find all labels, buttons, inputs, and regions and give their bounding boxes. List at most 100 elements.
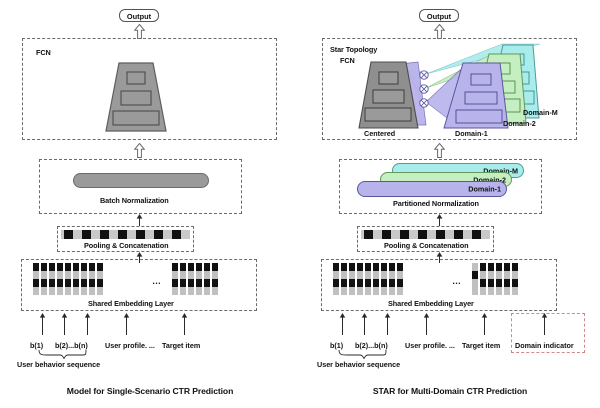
- input-label-target-item: Target item: [162, 341, 201, 350]
- embedding-region: [321, 259, 557, 311]
- pooling-label: Pooling & Concatenation: [384, 241, 469, 250]
- pool-cell: [400, 230, 409, 239]
- pool-cell: [391, 230, 400, 239]
- arrow-norm-to-fcn: [434, 143, 445, 158]
- pool-cell: [361, 230, 364, 239]
- pooling-label: Pooling & Concatenation: [84, 241, 169, 250]
- embedding-column: [472, 263, 478, 295]
- embedding-column: [349, 263, 355, 295]
- input-label-behavior-1: b(1): [30, 341, 44, 350]
- input-label-behavior-rest: b(2)...b(n): [55, 341, 88, 350]
- normalization-pill-label: Domain-2: [473, 175, 506, 184]
- pool-cell: [382, 230, 391, 239]
- pool-cell: [145, 230, 154, 239]
- pool-cell: [364, 230, 373, 239]
- embedding-column: [488, 263, 494, 295]
- embedding-column: [365, 263, 371, 295]
- arrow-pooling-to-norm: [134, 214, 145, 226]
- embedding-column: [204, 263, 210, 295]
- arrow-input-domain-indicator: [540, 313, 549, 335]
- embedding-columns-right: [472, 263, 520, 295]
- input-label-domain-indicator: Domain indicator: [515, 341, 574, 350]
- arrow-pooling-to-norm: [434, 214, 445, 226]
- star-topology-fcn-region: [322, 38, 577, 140]
- star-topology-graphic: [300, 0, 600, 145]
- embedding-column: [389, 263, 395, 295]
- embedding-column: [397, 263, 403, 295]
- pool-cell: [118, 230, 127, 239]
- pool-cell: [82, 230, 91, 239]
- pool-cell: [154, 230, 163, 239]
- pooling-region: [357, 226, 494, 252]
- embedding-column: [341, 263, 347, 295]
- pool-cell: [445, 230, 454, 239]
- output-node: Output: [119, 9, 159, 22]
- arrow-input-behavior-2: [60, 313, 69, 335]
- left-diagram-panel: Output FCN Batch Normalization: [17, 9, 277, 396]
- behavior-sequence-label: User behavior sequence: [17, 360, 101, 369]
- embedding-column: [172, 263, 178, 295]
- pooling-region: [57, 226, 194, 252]
- pool-cell: [373, 230, 382, 239]
- embedding-column: [180, 263, 186, 295]
- embedding-column: [73, 263, 79, 295]
- input-label-user-profile: User profile. ...: [405, 341, 455, 350]
- behavior-sequence-brace: [38, 349, 90, 360]
- input-label-user-profile: User profile. ...: [105, 341, 155, 350]
- arrow-embedding-to-pooling: [434, 252, 445, 263]
- pool-cell: [481, 230, 490, 239]
- left-panel-caption: Model for Single-Scenario CTR Prediction: [66, 386, 234, 396]
- pool-cell: [100, 230, 109, 239]
- pool-cell: [91, 230, 100, 239]
- domain-m-fcn-label: Domain-M: [523, 108, 558, 117]
- arrow-norm-to-fcn: [134, 143, 145, 158]
- embedding-ellipsis: …: [152, 276, 162, 286]
- batch-normalization-pill: [73, 173, 209, 188]
- domain-2-fcn-label: Domain-2: [503, 119, 536, 128]
- fcn-trapezoid: [100, 62, 172, 134]
- embedding-column: [33, 263, 39, 295]
- normalization-label: Partitioned Normalization: [393, 199, 479, 208]
- fcn-label: FCN: [340, 56, 355, 65]
- pool-cell: [61, 230, 64, 239]
- embedding-columns-left: [333, 263, 405, 295]
- embedding-ellipsis: …: [452, 276, 462, 286]
- pool-cell: [64, 230, 73, 239]
- embedding-column: [57, 263, 63, 295]
- embedding-column: [333, 263, 339, 295]
- embedding-label: Shared Embedding Layer: [88, 299, 174, 308]
- embedding-column: [381, 263, 387, 295]
- embedding-column: [496, 263, 502, 295]
- embedding-columns-left: [33, 263, 105, 295]
- fcn-label: FCN: [36, 48, 51, 57]
- normalization-label: Batch Normalization: [100, 196, 169, 205]
- pool-cell: [418, 230, 427, 239]
- input-label-behavior-rest: b(2)...b(n): [355, 341, 388, 350]
- normalization-pill-label: Domain-M: [483, 166, 518, 175]
- normalization-region: [339, 159, 542, 214]
- pool-cell: [454, 230, 463, 239]
- embedding-column: [188, 263, 194, 295]
- pool-cell: [163, 230, 172, 239]
- behavior-sequence-brace: [338, 349, 390, 360]
- star-topology-label: Star Topology: [330, 45, 378, 54]
- embedding-column: [504, 263, 510, 295]
- pool-cell: [409, 230, 418, 239]
- normalization-pill-domain-1: Domain-1: [357, 181, 507, 197]
- domain-1-fcn-label: Domain-1: [455, 129, 488, 138]
- embedding-column: [373, 263, 379, 295]
- centered-fcn-label: Centered: [364, 129, 396, 138]
- fcn-region: [22, 38, 277, 140]
- embedding-region: [21, 259, 257, 311]
- embedding-column: [49, 263, 55, 295]
- pooling-bar: [61, 230, 190, 239]
- pool-cell: [181, 230, 190, 239]
- arrow-input-behavior-n: [83, 313, 92, 335]
- normalization-pill-label: Domain-1: [468, 184, 501, 194]
- embedding-column: [65, 263, 71, 295]
- pool-cell: [136, 230, 145, 239]
- embedding-column: [212, 263, 218, 295]
- output-node: Output: [419, 9, 459, 22]
- input-label-target-item: Target item: [462, 341, 501, 350]
- embedding-column: [196, 263, 202, 295]
